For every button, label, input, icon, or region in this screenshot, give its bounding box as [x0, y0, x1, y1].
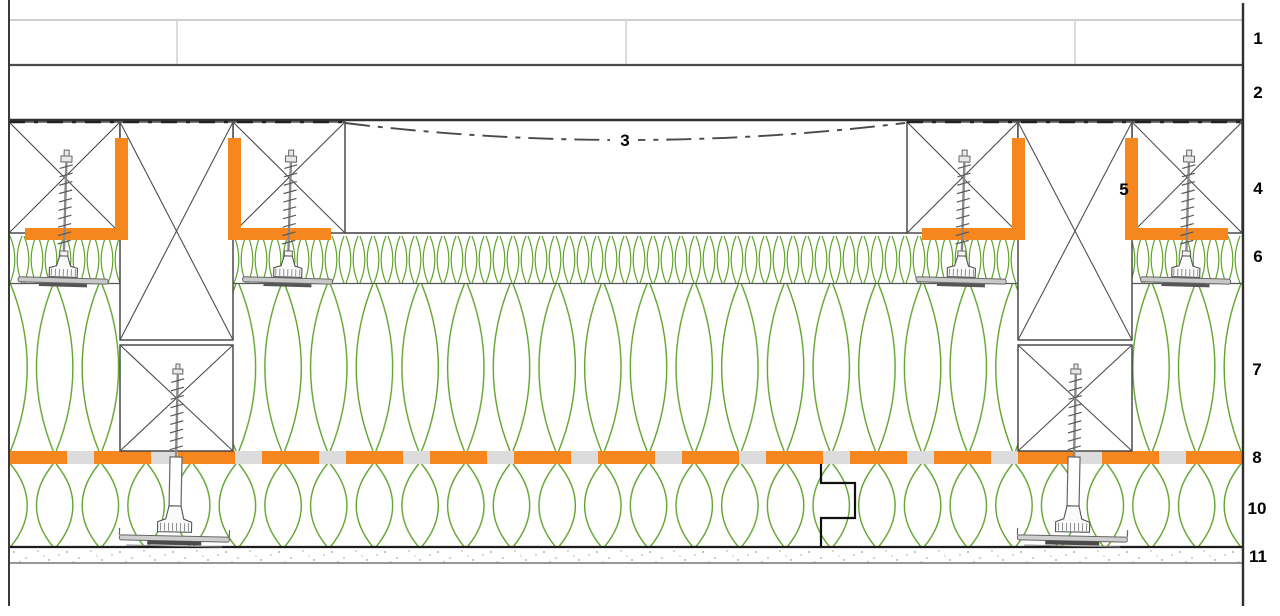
substrate-layer-11: [9, 548, 1243, 566]
band-orange-segment: [430, 451, 487, 464]
band-orange-segment: [598, 451, 655, 464]
band-orange-segment: [346, 451, 403, 464]
band-orange-segment: [94, 451, 151, 464]
insulation-layer-10: [9, 464, 1243, 547]
band-orange-segment: [766, 451, 823, 464]
band-orange-segment: [682, 451, 739, 464]
callout-6: 6: [1253, 247, 1262, 266]
insulation-screw-top: [1140, 149, 1232, 288]
callout-3: 3: [620, 131, 629, 150]
section-edge-lines: [8, 0, 1245, 606]
timber-batten-x-box: [1017, 121, 1133, 341]
insulation-board-step-joint: [819, 464, 857, 547]
band-orange-segment: [10, 451, 67, 464]
angle-bracket: [228, 138, 331, 240]
insulation-screw-lower: [1016, 363, 1129, 548]
timber-batten-x-box: [119, 121, 234, 341]
insulation-layer-7: [9, 284, 1243, 451]
band-orange-segment: [514, 451, 571, 464]
insulation-layer-6: [9, 236, 1243, 283]
angle-bracket: [25, 138, 128, 240]
band-orange-segment: [178, 451, 235, 464]
band-orange-segment: [1018, 451, 1075, 464]
callout-8: 8: [1252, 448, 1261, 467]
angle-bracket: [1125, 138, 1228, 240]
callout-10: 10: [1248, 499, 1267, 518]
callout-11: 11: [1249, 547, 1267, 566]
band-orange-segment: [1186, 451, 1243, 464]
callout-7: 7: [1252, 360, 1261, 379]
callout-2: 2: [1253, 83, 1262, 102]
timber-batten-boxes: [8, 121, 1243, 452]
callout-4: 4: [1253, 179, 1263, 198]
band-orange-segment: [262, 451, 319, 464]
fasteners: [17, 149, 1232, 548]
band-orange-segments: [10, 451, 1243, 464]
insulation-screw-top: [242, 149, 334, 288]
callout-1: 1: [1253, 29, 1262, 48]
insulation-screw-top: [17, 149, 109, 288]
angle-brackets: [25, 138, 1228, 240]
insulation-screw-top: [915, 149, 1007, 288]
membrane-band-layer-8: [9, 451, 1243, 464]
insulation-screw-lower: [118, 363, 231, 548]
band-orange-segment: [850, 451, 907, 464]
callout-labels: 3 5 1 2 4 6 7 8 10 11: [610, 29, 1267, 566]
callout-3-backplate: [610, 129, 638, 148]
band-orange-segment: [934, 451, 991, 464]
callout-5: 5: [1119, 180, 1128, 199]
band-orange-segment: [1102, 451, 1159, 464]
angle-bracket: [922, 138, 1025, 240]
cladding-panel-joints: [176, 21, 1076, 64]
